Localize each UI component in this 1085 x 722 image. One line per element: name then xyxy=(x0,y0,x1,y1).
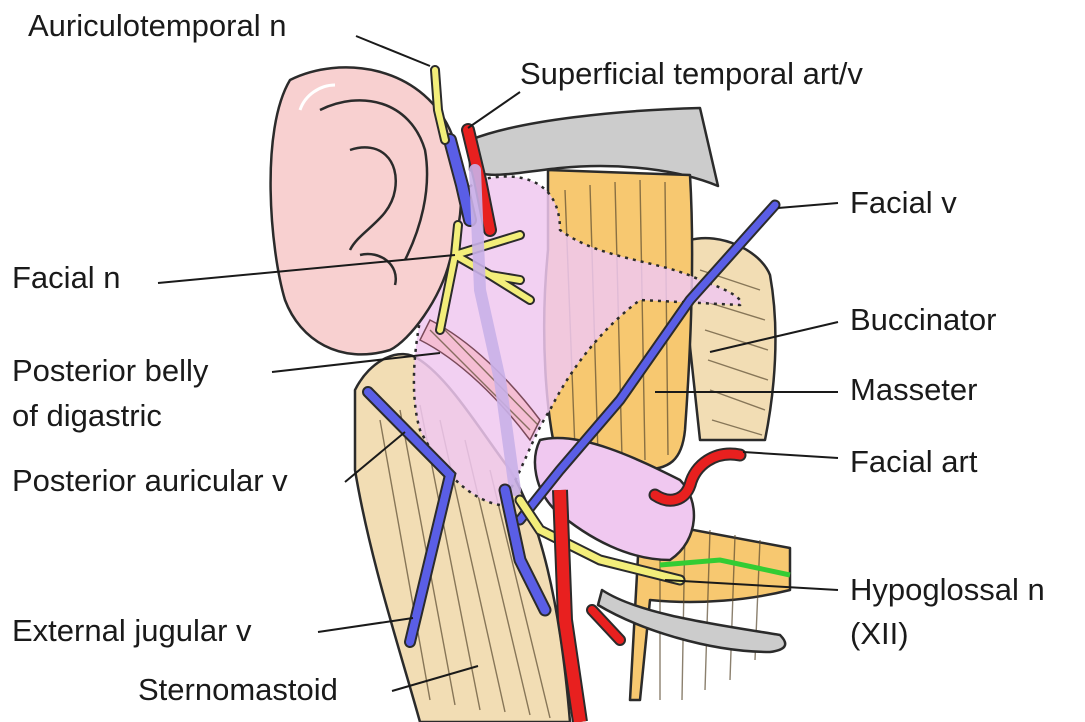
leader-facial-art xyxy=(743,452,838,458)
label-sternomastoid: Sternomastoid xyxy=(138,672,338,707)
label-posterior-belly: Posterior belly xyxy=(12,353,209,388)
label-auriculotemporal-n: Auriculotemporal n xyxy=(28,8,286,43)
label-hypoglossal-n: Hypoglossal n xyxy=(850,572,1045,607)
label-facial-art: Facial art xyxy=(850,444,978,479)
label-masseter: Masseter xyxy=(850,372,977,407)
leader-auriculotemporal xyxy=(356,36,430,66)
label-hypoglossal-xii: (XII) xyxy=(850,616,909,651)
label-superficial-temporal: Superficial temporal art/v xyxy=(520,56,863,91)
leader-facial-v xyxy=(778,203,838,208)
label-buccinator: Buccinator xyxy=(850,302,996,337)
label-external-jugular-v: External jugular v xyxy=(12,613,252,648)
label-facial-v: Facial v xyxy=(850,185,957,220)
leader-superficial-temporal xyxy=(468,92,520,128)
label-facial-n: Facial n xyxy=(12,260,121,295)
label-posterior-auricular-v: Posterior auricular v xyxy=(12,463,288,498)
label-of-digastric: of digastric xyxy=(12,398,162,433)
